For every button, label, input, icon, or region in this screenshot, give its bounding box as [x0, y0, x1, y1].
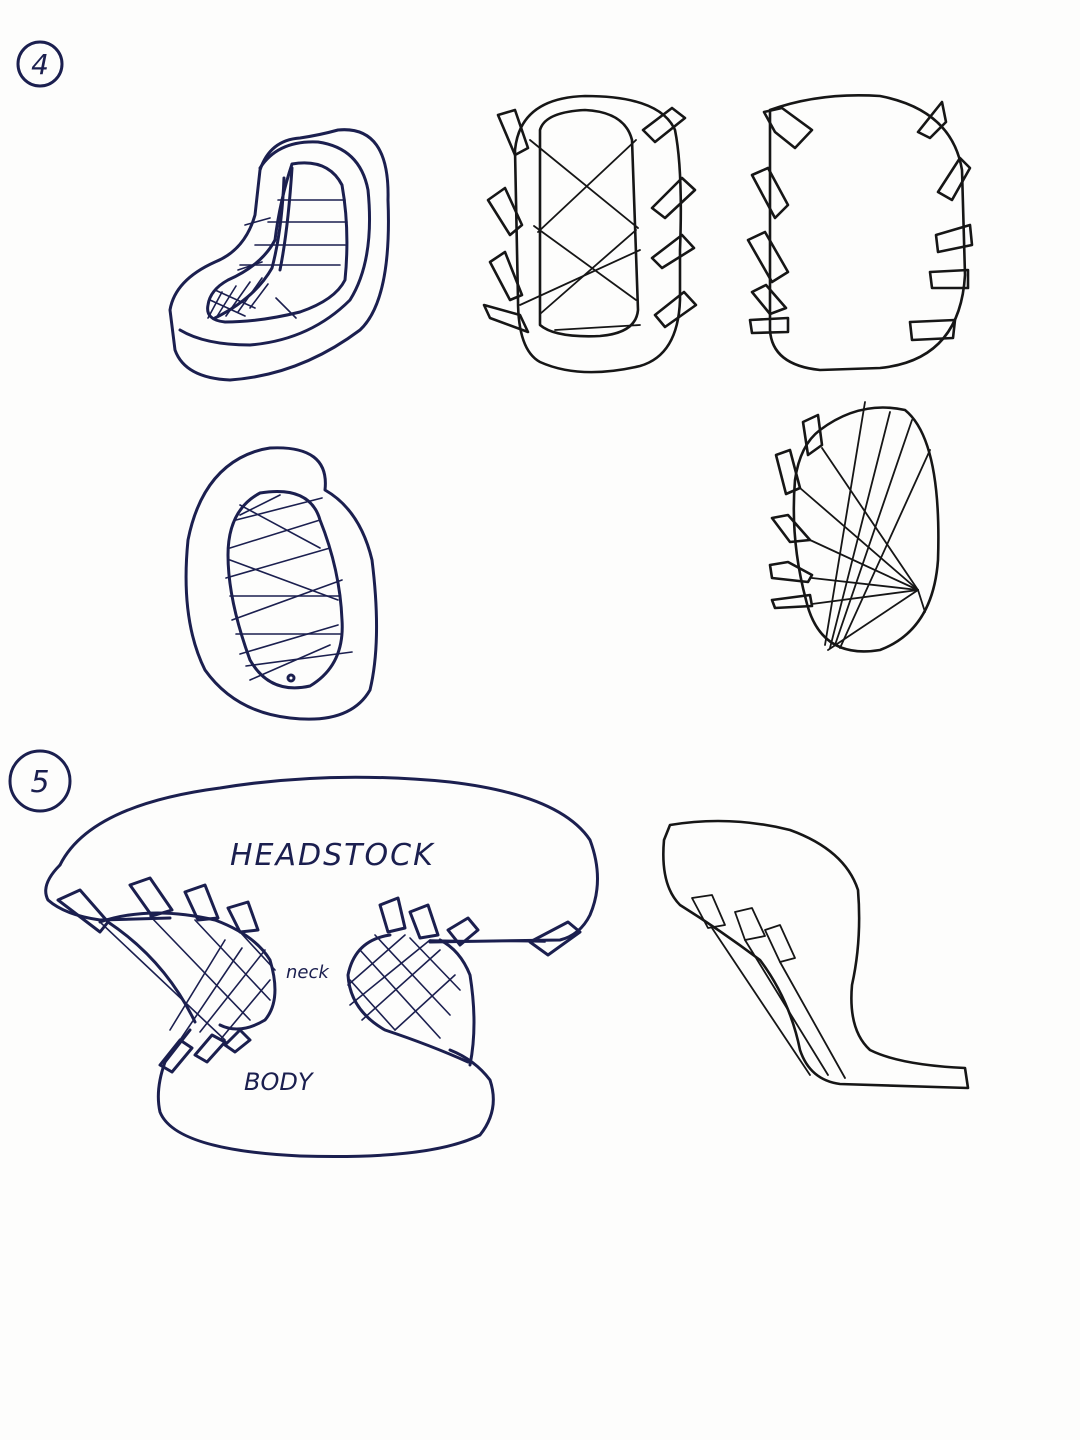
sketch-rect-side-tabs	[746, 93, 974, 372]
svg-text:4: 4	[31, 48, 49, 81]
sketch-side-profile	[662, 819, 970, 1090]
section-5-marker: 5	[8, 749, 72, 813]
sketch-guitar-assembly: HEADSTOCK neck BODY	[44, 775, 599, 1159]
sketch-3d-curved-pad	[168, 128, 390, 382]
label-body: BODY	[244, 1068, 315, 1096]
label-neck: neck	[286, 962, 330, 983]
section-4-marker: 4	[16, 40, 64, 88]
svg-text:5: 5	[30, 765, 49, 800]
sketch-oval-lattice	[184, 446, 379, 721]
sketch-rect-crossed-panel	[482, 94, 698, 374]
sketch-oval-radiating	[768, 401, 940, 653]
label-headstock: HEADSTOCK	[230, 838, 435, 873]
